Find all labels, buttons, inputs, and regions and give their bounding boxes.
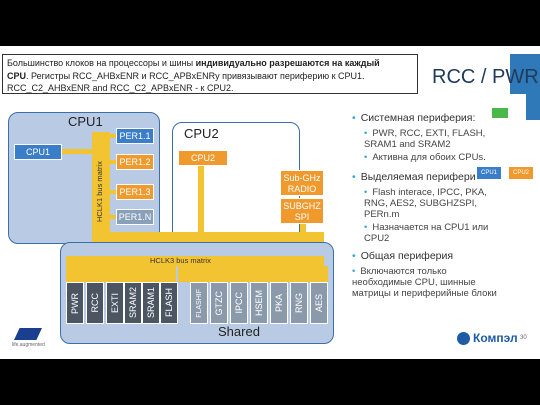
bus-line bbox=[62, 149, 92, 154]
st-logo-icon bbox=[14, 328, 42, 340]
shared-block-pwr: PWR bbox=[66, 282, 84, 324]
sub-bullet-text: PWR, RCC, EXTI, FLASH, SRAM1 and SRAM2 bbox=[364, 128, 486, 150]
block-label: GTZC bbox=[214, 290, 224, 316]
block-label: AES bbox=[314, 293, 324, 312]
cpu1-box: CPU1 bbox=[14, 144, 62, 160]
hclk1-bus bbox=[92, 132, 110, 242]
block-label: IPCC bbox=[234, 292, 244, 314]
note-bold: индивидуально разрешаются на каждый bbox=[195, 58, 380, 68]
shared-block-sram2: SRAM2 bbox=[124, 282, 142, 324]
per1-1: PER1.1 bbox=[116, 128, 154, 144]
note-text: . Регистры RCC_AHBxENR и RCC_APBxENRy пр… bbox=[26, 70, 365, 81]
shared-block-pka: PKA bbox=[270, 282, 288, 324]
per1-2: PER1.2 bbox=[116, 154, 154, 170]
block-label: RCC bbox=[90, 293, 100, 313]
cpu2-title: CPU2 bbox=[184, 126, 219, 141]
sub-bullet-text: Flash interace, IPCC, PKA, RNG, AES2, SU… bbox=[364, 187, 487, 220]
cpu2-box: CPU2 bbox=[178, 150, 228, 166]
shared-block-aes: AES bbox=[310, 282, 328, 324]
shared-block-exti: EXTI bbox=[106, 282, 124, 324]
note-bold: CPU bbox=[7, 70, 27, 81]
shared-block-sram1: SRAM1 bbox=[142, 282, 160, 324]
block-label: RNG bbox=[294, 293, 304, 313]
hclk3-bus bbox=[66, 256, 324, 266]
block-label: SRAM2 bbox=[128, 287, 138, 319]
bullet-heading: Общая периферия bbox=[360, 250, 454, 262]
block-label: PWR bbox=[70, 292, 80, 314]
shared-block-rcc: RCC bbox=[86, 282, 104, 324]
sub-bullet-text: Включаются только необходимые CPU, шинны… bbox=[352, 266, 497, 299]
sub-bullet: •Включаются только необходимые CPU, шинн… bbox=[352, 266, 497, 299]
hclk3-label: HCLK3 bus matrix bbox=[150, 256, 211, 265]
cpu1-title: CPU1 bbox=[68, 114, 103, 129]
legend-cpu2-chip: CPU2 bbox=[508, 166, 534, 180]
bullet-heading: Выделяемая периферия: bbox=[360, 171, 485, 183]
per1-3: PER1.3 bbox=[116, 184, 154, 200]
shared-block-ipcc: IPCC bbox=[230, 282, 248, 324]
subghz-spi: SUBGHZ SPI bbox=[280, 198, 324, 224]
block-label: SRAM1 bbox=[146, 287, 156, 319]
block-label: HSEM bbox=[254, 289, 264, 316]
bus-line bbox=[110, 134, 116, 138]
bus-line bbox=[110, 190, 116, 194]
bullet-list: •Системная периферия: •PWR, RCC, EXTI, F… bbox=[352, 112, 504, 299]
sub-bullet: •Flash interace, IPCC, PKA, RNG, AES2, S… bbox=[364, 187, 487, 220]
block-label: PKA bbox=[274, 293, 284, 312]
shared-block-flash: FLASH bbox=[160, 282, 178, 324]
shared-block-rng: RNG bbox=[290, 282, 308, 324]
brand-name: Компэл bbox=[473, 331, 518, 345]
cpu2-bus bbox=[198, 166, 204, 246]
block-label: EXTI bbox=[110, 292, 120, 313]
legend-cpu1-chip: CPU1 bbox=[476, 166, 502, 180]
bullet-system: •Системная периферия: bbox=[352, 112, 476, 124]
st-tagline: life.augmented bbox=[12, 342, 45, 348]
shared-title: Shared bbox=[218, 324, 260, 339]
bus-line bbox=[66, 266, 176, 282]
sub-bullet: •Активна для обоих CPUs. bbox=[364, 152, 486, 163]
accent-bar bbox=[526, 94, 540, 120]
sub-bullet: •PWR, RCC, EXTI, FLASH, SRAM1 and SRAM2 bbox=[364, 128, 486, 150]
note-text: RCC_C2_AHBxENR and RCC_C2_APBxENR - к CP… bbox=[7, 83, 234, 93]
shared-block-gtzc: GTZC bbox=[210, 282, 228, 324]
note-text: Большинство клоков на процессоры и шины bbox=[7, 58, 196, 68]
sub-bullet: •Назначается на CPU1 или CPU2 bbox=[364, 222, 489, 244]
page-number: 30 bbox=[520, 335, 527, 341]
block-label: FLASH bbox=[164, 288, 174, 318]
per1-n: PER1.N bbox=[116, 209, 154, 225]
sub-bullet-text: Назначается на CPU1 или CPU2 bbox=[364, 222, 489, 244]
block-label: FLASHIF bbox=[195, 288, 203, 318]
bullet-dedicated: •Выделяемая периферия: bbox=[352, 171, 485, 183]
accent-bar bbox=[510, 54, 540, 94]
bus-line bbox=[178, 266, 328, 282]
legend-green-chip bbox=[492, 108, 508, 118]
subghz-radio: Sub-GHz RADIO bbox=[280, 170, 324, 196]
bullet-common: •Общая периферия bbox=[352, 250, 454, 262]
shared-block-hsem: HSEM bbox=[250, 282, 268, 324]
bullet-heading: Системная периферия: bbox=[360, 112, 476, 124]
bus-line bbox=[110, 160, 116, 164]
note-box: Большинство клоков на процессоры и шины … bbox=[2, 54, 418, 94]
bus-line bbox=[110, 215, 116, 219]
shared-block-flashif: FLASHIF bbox=[190, 282, 208, 324]
kompel-logo-icon bbox=[457, 332, 470, 345]
slide: Большинство клоков на процессоры и шины … bbox=[0, 46, 540, 359]
page-title: RCC / PWR bbox=[432, 66, 539, 88]
sub-bullet-text: Активна для обоих CPUs. bbox=[372, 152, 486, 163]
hclk1-label: HCLK1 bus matrix bbox=[95, 161, 104, 223]
